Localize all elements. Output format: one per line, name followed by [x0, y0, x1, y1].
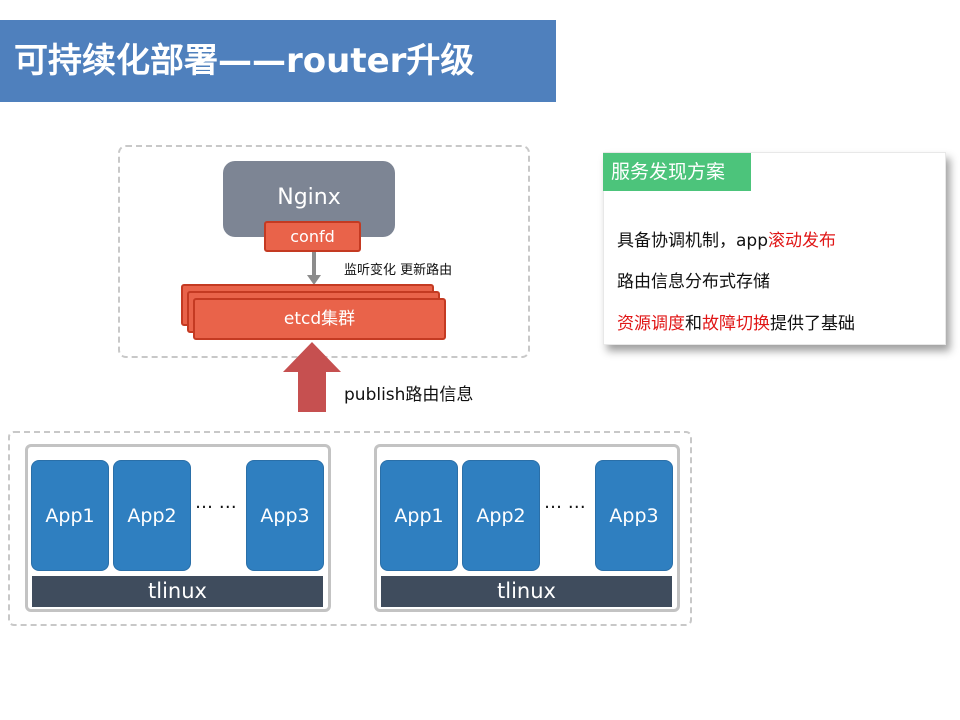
app-box: App2 [114, 461, 190, 570]
app-hosts-frame [8, 431, 692, 626]
card-line-1-highlight: 滚动发布 [768, 231, 836, 251]
os-bar: tlinux [32, 576, 323, 607]
card-line-3-mid: 和 [685, 314, 702, 334]
ellipsis: … … [544, 492, 586, 513]
app-box: App1 [32, 461, 108, 570]
title-banner [0, 20, 556, 102]
card-line-3-post: 提供了基础 [770, 314, 855, 334]
card-line-3-highlight-2: 故障切换 [702, 314, 770, 334]
card-line-3: 资源调度和故障切换提供了基础 [617, 309, 855, 334]
watch-label: 监听变化 更新路由 [344, 263, 453, 278]
card-line-1: 具备协调机制，app滚动发布 [617, 226, 836, 251]
card-line-3-highlight-1: 资源调度 [617, 314, 685, 334]
publish-label: publish路由信息 [344, 385, 474, 405]
publish-arrow-icon [283, 342, 341, 412]
app-box: App3 [596, 461, 672, 570]
app-box: App3 [247, 461, 323, 570]
card-header: 服务发现方案 [603, 153, 751, 191]
card-line-1-text: 具备协调机制，app [617, 231, 768, 251]
app-box: App1 [381, 461, 457, 570]
ellipsis: … … [195, 492, 237, 513]
app-box: App2 [463, 461, 539, 570]
os-bar: tlinux [381, 576, 672, 607]
card-line-2: 路由信息分布式存储 [617, 272, 770, 292]
watch-arrow-head-icon [307, 275, 321, 285]
confd-box: confd [264, 221, 361, 252]
page-title: 可持续化部署——router升级 [14, 41, 475, 81]
watch-arrow-shaft [312, 252, 316, 276]
etcd-cluster-box: etcd集群 [193, 298, 446, 340]
